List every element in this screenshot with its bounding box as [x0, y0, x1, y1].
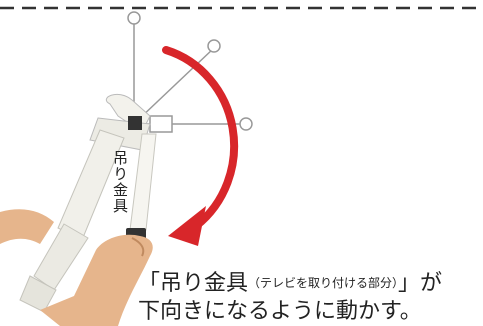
rotation-arrow [162, 46, 239, 246]
caption-line-2: 下向きになるように動かす。 [138, 299, 422, 324]
rotation-positions-outline [127, 11, 253, 133]
hanging-bracket-label: 吊り金具 [111, 150, 129, 214]
wall-mount-arm [19, 93, 157, 313]
caption-line-1: 「吊り金具（テレビを取り付ける部分）」が [138, 268, 442, 299]
hands [0, 209, 153, 326]
caption-open-quote: 「 [138, 271, 161, 296]
caption-note: （テレビを取り付ける部分） [248, 276, 399, 290]
caption-main-term: 吊り金具 [160, 271, 249, 296]
caption-close-quote: 」が [398, 271, 443, 296]
